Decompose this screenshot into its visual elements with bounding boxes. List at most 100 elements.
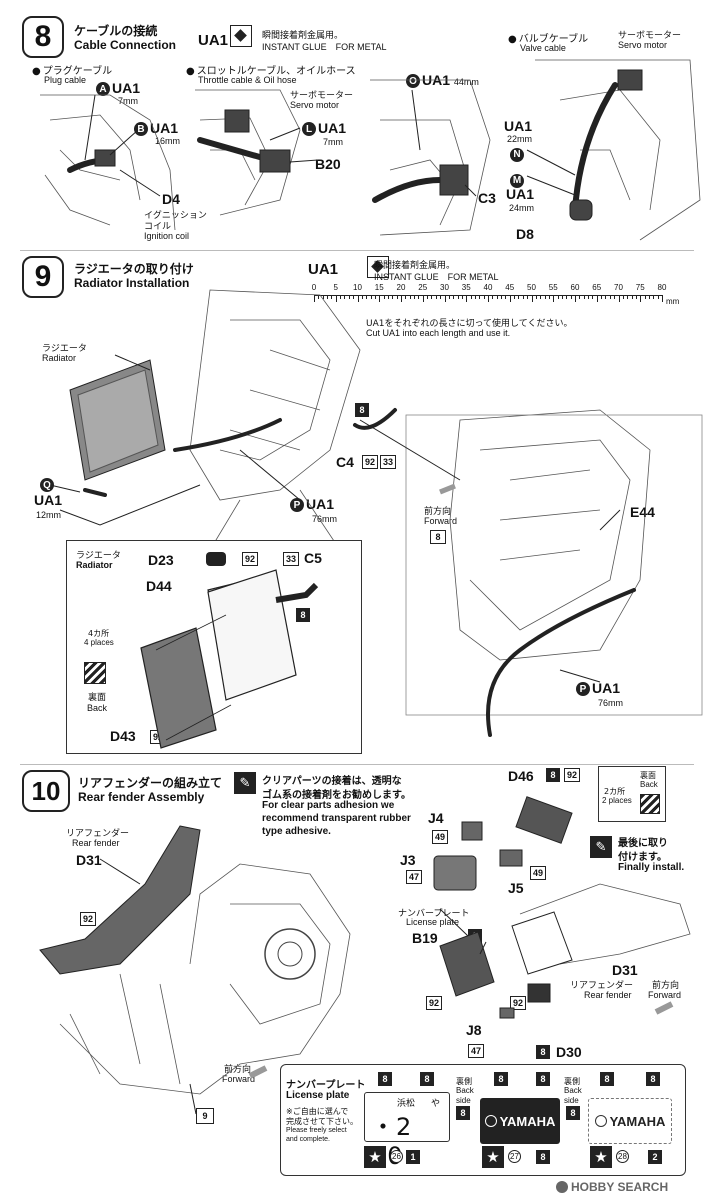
places-jp-10: 2カ所 bbox=[604, 787, 626, 796]
letter-a-marker: A bbox=[96, 82, 110, 97]
plug-b-mm: 16mm bbox=[155, 136, 181, 146]
ruler-tick bbox=[314, 295, 315, 302]
d44-part: D44 bbox=[146, 578, 172, 594]
cut-note-jp: UA1をそれぞれの長さに切って使用してください。 bbox=[366, 319, 573, 329]
ruler-tick bbox=[383, 295, 385, 299]
j8-sq: 8 bbox=[536, 1045, 550, 1059]
ruler-tick bbox=[479, 295, 481, 299]
plate3-n2: 2 bbox=[648, 1150, 662, 1164]
plate2-n27: 27 bbox=[508, 1150, 521, 1163]
step-8-number: 8 bbox=[22, 16, 64, 58]
final-jp-2: 付けます。 bbox=[618, 852, 667, 863]
plates-note-en1: Please freely select bbox=[286, 1127, 347, 1134]
p-mm: 76mm bbox=[312, 514, 338, 524]
ruler-label-25: 25 bbox=[418, 283, 428, 292]
j8-num: 47 bbox=[468, 1044, 484, 1058]
step-10-title-en: Rear fender Assembly bbox=[78, 790, 205, 804]
watermark-logo-icon bbox=[556, 1181, 568, 1193]
valve-cable-jp: バルブケーブル bbox=[508, 30, 588, 45]
ruler-tick bbox=[366, 295, 368, 299]
star-icon-3: ★ bbox=[590, 1146, 612, 1168]
p2-mm: 76mm bbox=[598, 698, 624, 708]
ruler-tick bbox=[657, 295, 659, 299]
plate2-sq-left: 8 bbox=[494, 1072, 508, 1086]
inset-places-en: 4 places bbox=[84, 638, 114, 647]
plate1-n1: 1 bbox=[406, 1150, 420, 1164]
throttle-l-mm: 7mm bbox=[323, 137, 343, 147]
c5-part: C5 bbox=[304, 550, 322, 566]
ruler-label-5: 5 bbox=[333, 283, 338, 292]
ruler-tick bbox=[374, 295, 376, 299]
ruler-tick bbox=[318, 295, 320, 299]
d31b-part: D31 bbox=[612, 962, 638, 978]
instant-glue-icon-9 bbox=[367, 256, 390, 278]
ruler-tick bbox=[327, 295, 329, 299]
ruler-tick bbox=[457, 295, 459, 299]
throttle-label-jp: スロットルケーブル、オイルホース bbox=[186, 62, 356, 77]
ruler-tick bbox=[509, 295, 511, 302]
ruler-tick bbox=[418, 295, 420, 299]
back-jp-10: 裏面 bbox=[640, 771, 656, 780]
oil-c3: C3 bbox=[478, 190, 496, 206]
j3-num: 47 bbox=[406, 870, 422, 884]
step-10-title-jp: リアフェンダーの組み立て bbox=[78, 776, 223, 790]
plate3-n28: 28 bbox=[616, 1150, 629, 1163]
plug-cable-label-en: Plug cable bbox=[44, 75, 87, 85]
ruler-label-20: 20 bbox=[396, 283, 406, 292]
ruler-tick bbox=[435, 295, 437, 299]
step-9-title-jp: ラジエータの取り付け bbox=[74, 262, 194, 276]
q-part: UA1 bbox=[34, 492, 63, 508]
plates-title-en: License plate bbox=[286, 1090, 350, 1101]
ruler-tick bbox=[340, 295, 342, 299]
ruler-tick bbox=[357, 295, 359, 302]
step-10-number: 10 bbox=[22, 770, 70, 812]
plug-a-mm: 7mm bbox=[118, 96, 138, 106]
valve-ua1-24: UA1 bbox=[506, 186, 535, 202]
d31-num: 92 bbox=[80, 912, 96, 926]
j5-num: 49 bbox=[530, 866, 546, 880]
step-8-glue-code: UA1 bbox=[198, 32, 229, 49]
letter-l-marker: L bbox=[302, 122, 316, 137]
plate2-sq-right: 8 bbox=[536, 1072, 550, 1086]
d31-part: D31 bbox=[76, 852, 102, 868]
ruler-tick bbox=[548, 295, 550, 299]
ruler-label-55: 55 bbox=[548, 283, 558, 292]
ruler-tick bbox=[405, 295, 407, 299]
fender-jp: リアフェンダー bbox=[66, 829, 130, 839]
ruler-label-60: 60 bbox=[570, 283, 580, 292]
ruler-tick bbox=[518, 295, 520, 299]
b19-num: 92 bbox=[426, 996, 442, 1010]
ruler-label-50: 50 bbox=[527, 283, 536, 292]
ruler-tick bbox=[592, 295, 594, 299]
ruler-tick bbox=[614, 295, 616, 299]
ruler-tick bbox=[570, 295, 572, 299]
plate1-n26: 26 bbox=[390, 1150, 403, 1163]
cut-note-en: Cut UA1 into each length and use it. bbox=[366, 328, 511, 338]
ruler-tick bbox=[387, 295, 389, 299]
d30-part: D30 bbox=[556, 1044, 582, 1060]
q-marker: Q bbox=[40, 476, 56, 493]
ruler-tick bbox=[566, 295, 568, 299]
ruler-tick bbox=[396, 295, 398, 299]
ruler-tick bbox=[492, 295, 494, 299]
ignition-coil-jp1: イグニッション bbox=[144, 211, 207, 221]
ruler-tick bbox=[361, 295, 363, 299]
ruler-tick bbox=[466, 295, 468, 302]
ruler-tick bbox=[331, 295, 333, 299]
hobby-search-watermark: HOBBY SEARCH bbox=[556, 1180, 668, 1194]
ruler-tick bbox=[322, 295, 324, 299]
valve-n-marker: N bbox=[510, 146, 526, 164]
ruler-tick bbox=[427, 295, 429, 299]
ruler-tick bbox=[501, 295, 503, 299]
plate3-sq-left: 8 bbox=[600, 1072, 614, 1086]
back-side2-en2: side bbox=[564, 1096, 579, 1105]
e44-part: E44 bbox=[630, 504, 655, 520]
step-9-glue-jp: 瞬間接着剤金属用。 bbox=[374, 261, 456, 271]
final-en: Finally install. bbox=[618, 862, 685, 873]
inset-title-en: Radiator bbox=[76, 560, 113, 570]
valve-servo-en: Servo motor bbox=[618, 40, 668, 50]
plate-2: YAMAHA bbox=[480, 1098, 560, 1144]
d46-sq: 8 bbox=[546, 768, 560, 782]
ruler-tick bbox=[662, 295, 663, 302]
